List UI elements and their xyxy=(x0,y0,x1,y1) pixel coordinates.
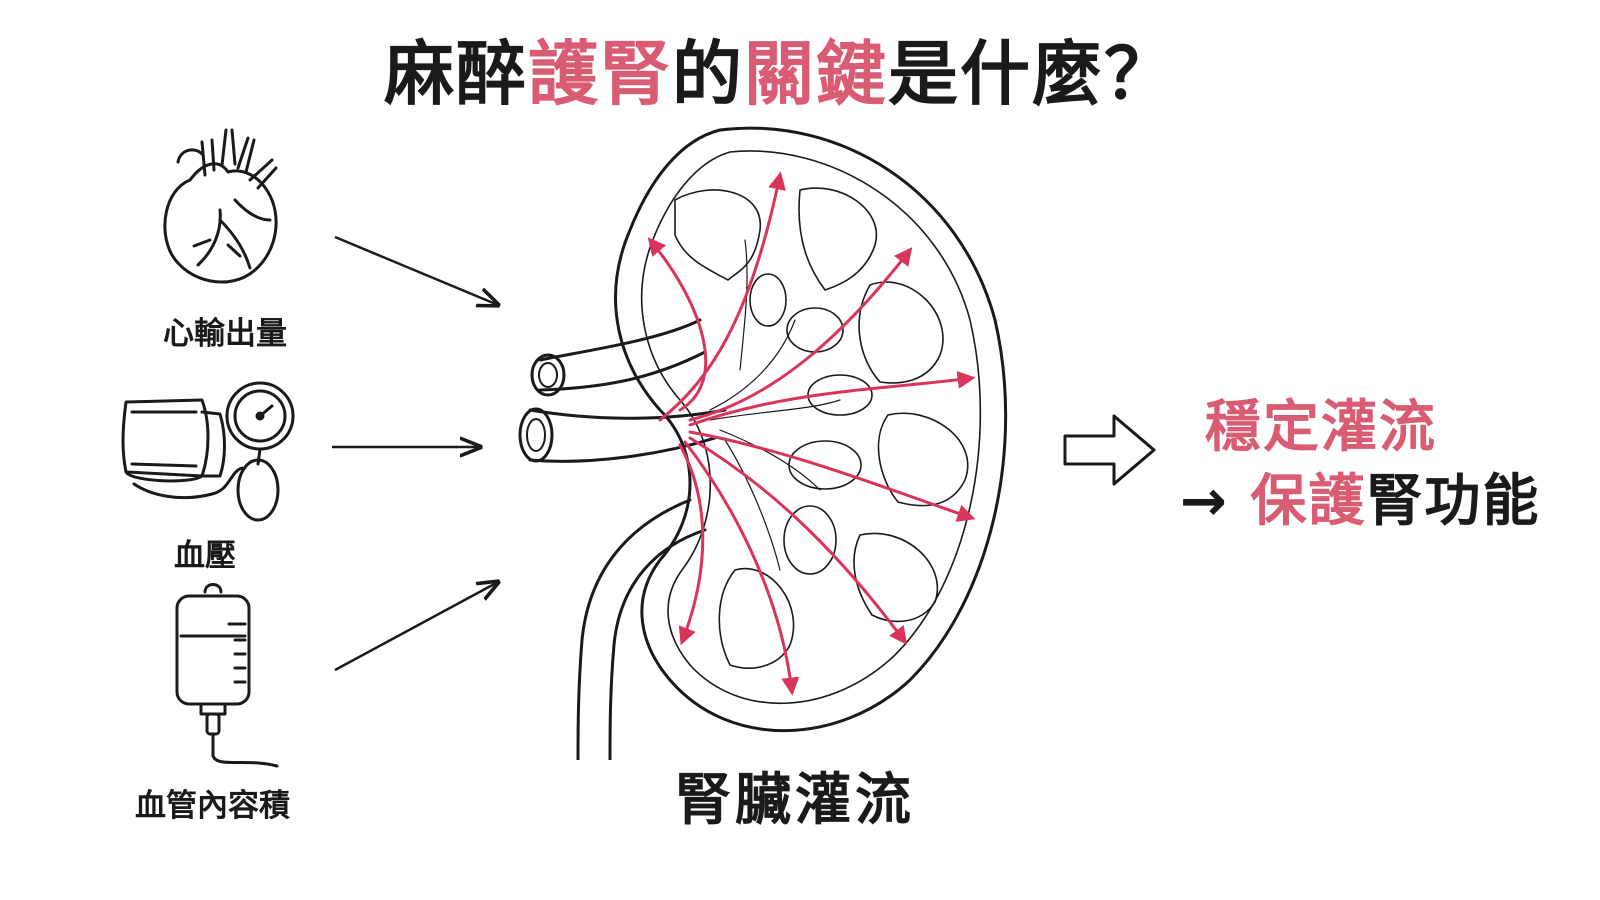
intravascular-volume-label: 血管內容積 xyxy=(135,788,290,824)
result-rest: 腎功能 xyxy=(1366,469,1541,534)
result-arrow-glyph: → xyxy=(1180,469,1229,534)
perfusion-flow-arrows xyxy=(647,171,976,696)
iv-bag-icon xyxy=(175,583,279,768)
kidney-icon xyxy=(518,126,1008,760)
title-segment: 是什麼？ xyxy=(888,33,1176,115)
blood-pressure-cuff-icon xyxy=(121,381,295,522)
stable-perfusion-text: 穩定灌流 xyxy=(1205,395,1437,460)
title-segment: 麻醉 xyxy=(384,33,528,115)
arrow-volume-to-kidney xyxy=(334,582,498,672)
result-arrow-icon xyxy=(1063,414,1156,486)
title-highlight: 護腎 xyxy=(528,33,672,115)
result-highlight: 保護 xyxy=(1250,469,1367,534)
arrow-cardiac-to-kidney xyxy=(334,235,498,305)
cardiac-output-label: 心輸出量 xyxy=(163,316,287,352)
renal-perfusion-label: 腎臟灌流 xyxy=(675,768,915,833)
heart-icon xyxy=(163,128,278,284)
protect-kidney-function-text: → 保護腎功能 xyxy=(1180,456,1540,537)
blood-pressure-label: 血壓 xyxy=(174,538,236,574)
page-title: 麻醉護腎的關鍵是什麼？ xyxy=(0,18,1560,119)
title-highlight: 關鍵 xyxy=(744,33,888,115)
title-segment: 的 xyxy=(672,33,744,115)
